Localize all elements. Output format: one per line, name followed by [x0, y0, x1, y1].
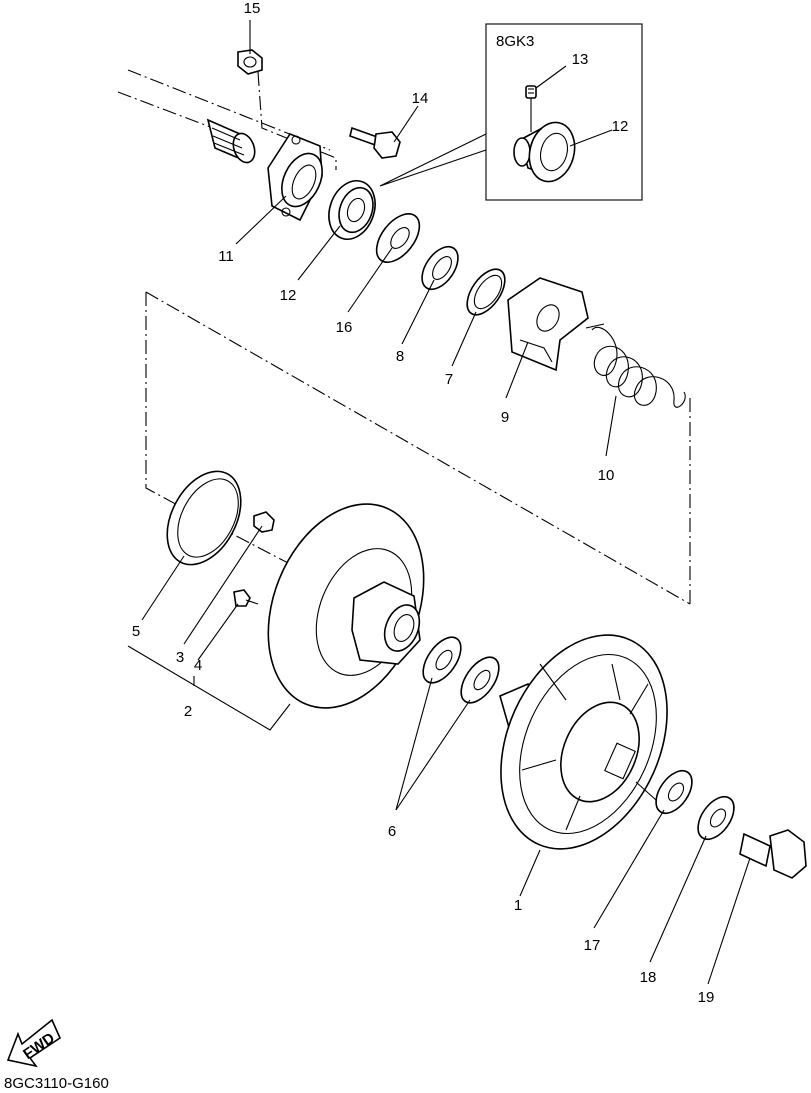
part-6-washers [422, 636, 500, 704]
callout-6: 6 [388, 823, 396, 840]
part-10-spring [585, 323, 686, 408]
callout-10: 10 [598, 467, 615, 484]
callout-12: 12 [280, 287, 297, 304]
inset-label: 8GK3 [496, 33, 534, 50]
part-9-cam [507, 277, 589, 372]
callout-15: 15 [244, 0, 261, 17]
callout-12-inset: 12 [612, 118, 629, 135]
part-11-housing [267, 133, 323, 222]
callout-11: 11 [218, 248, 234, 265]
callout-8: 8 [396, 348, 404, 365]
part-12-bearing [328, 180, 376, 240]
callout-16: 16 [336, 319, 353, 336]
part-12-bearing-collar [513, 121, 576, 183]
callout-14: 14 [412, 90, 429, 107]
part-1-sheave [499, 634, 668, 850]
part-18-washer [697, 795, 735, 841]
part-4-screw [233, 589, 259, 607]
fwd-arrow-icon: FWD [6, 1018, 62, 1068]
part-13-set-screw [525, 85, 537, 132]
callout-7: 7 [445, 371, 453, 388]
inset-box-8gk3 [379, 23, 643, 201]
callout-1: 1 [514, 897, 522, 914]
part-19-bolt [739, 829, 807, 879]
callout-9: 9 [501, 409, 509, 426]
callout-3: 3 [176, 649, 184, 666]
part-17-washer [655, 769, 693, 815]
part-16-washer [375, 213, 421, 263]
leader-lines [127, 20, 751, 985]
part-8-lock-washer [421, 245, 459, 291]
part-2-sheave [267, 503, 425, 709]
callout-13: 13 [572, 51, 589, 68]
part-3-fitting [253, 511, 275, 533]
callout-17: 17 [584, 937, 601, 954]
part-7-circlip [466, 268, 506, 316]
callout-2: 2 [184, 703, 192, 720]
callout-19: 19 [698, 989, 715, 1006]
figure-code: 8GC3110-G160 [4, 1075, 109, 1092]
shaft-spline [206, 118, 256, 164]
callout-18: 18 [640, 969, 657, 986]
callout-4: 4 [194, 657, 202, 674]
part-15-nut [237, 49, 263, 75]
part-14-bolt [349, 126, 401, 159]
callout-5: 5 [132, 623, 140, 640]
